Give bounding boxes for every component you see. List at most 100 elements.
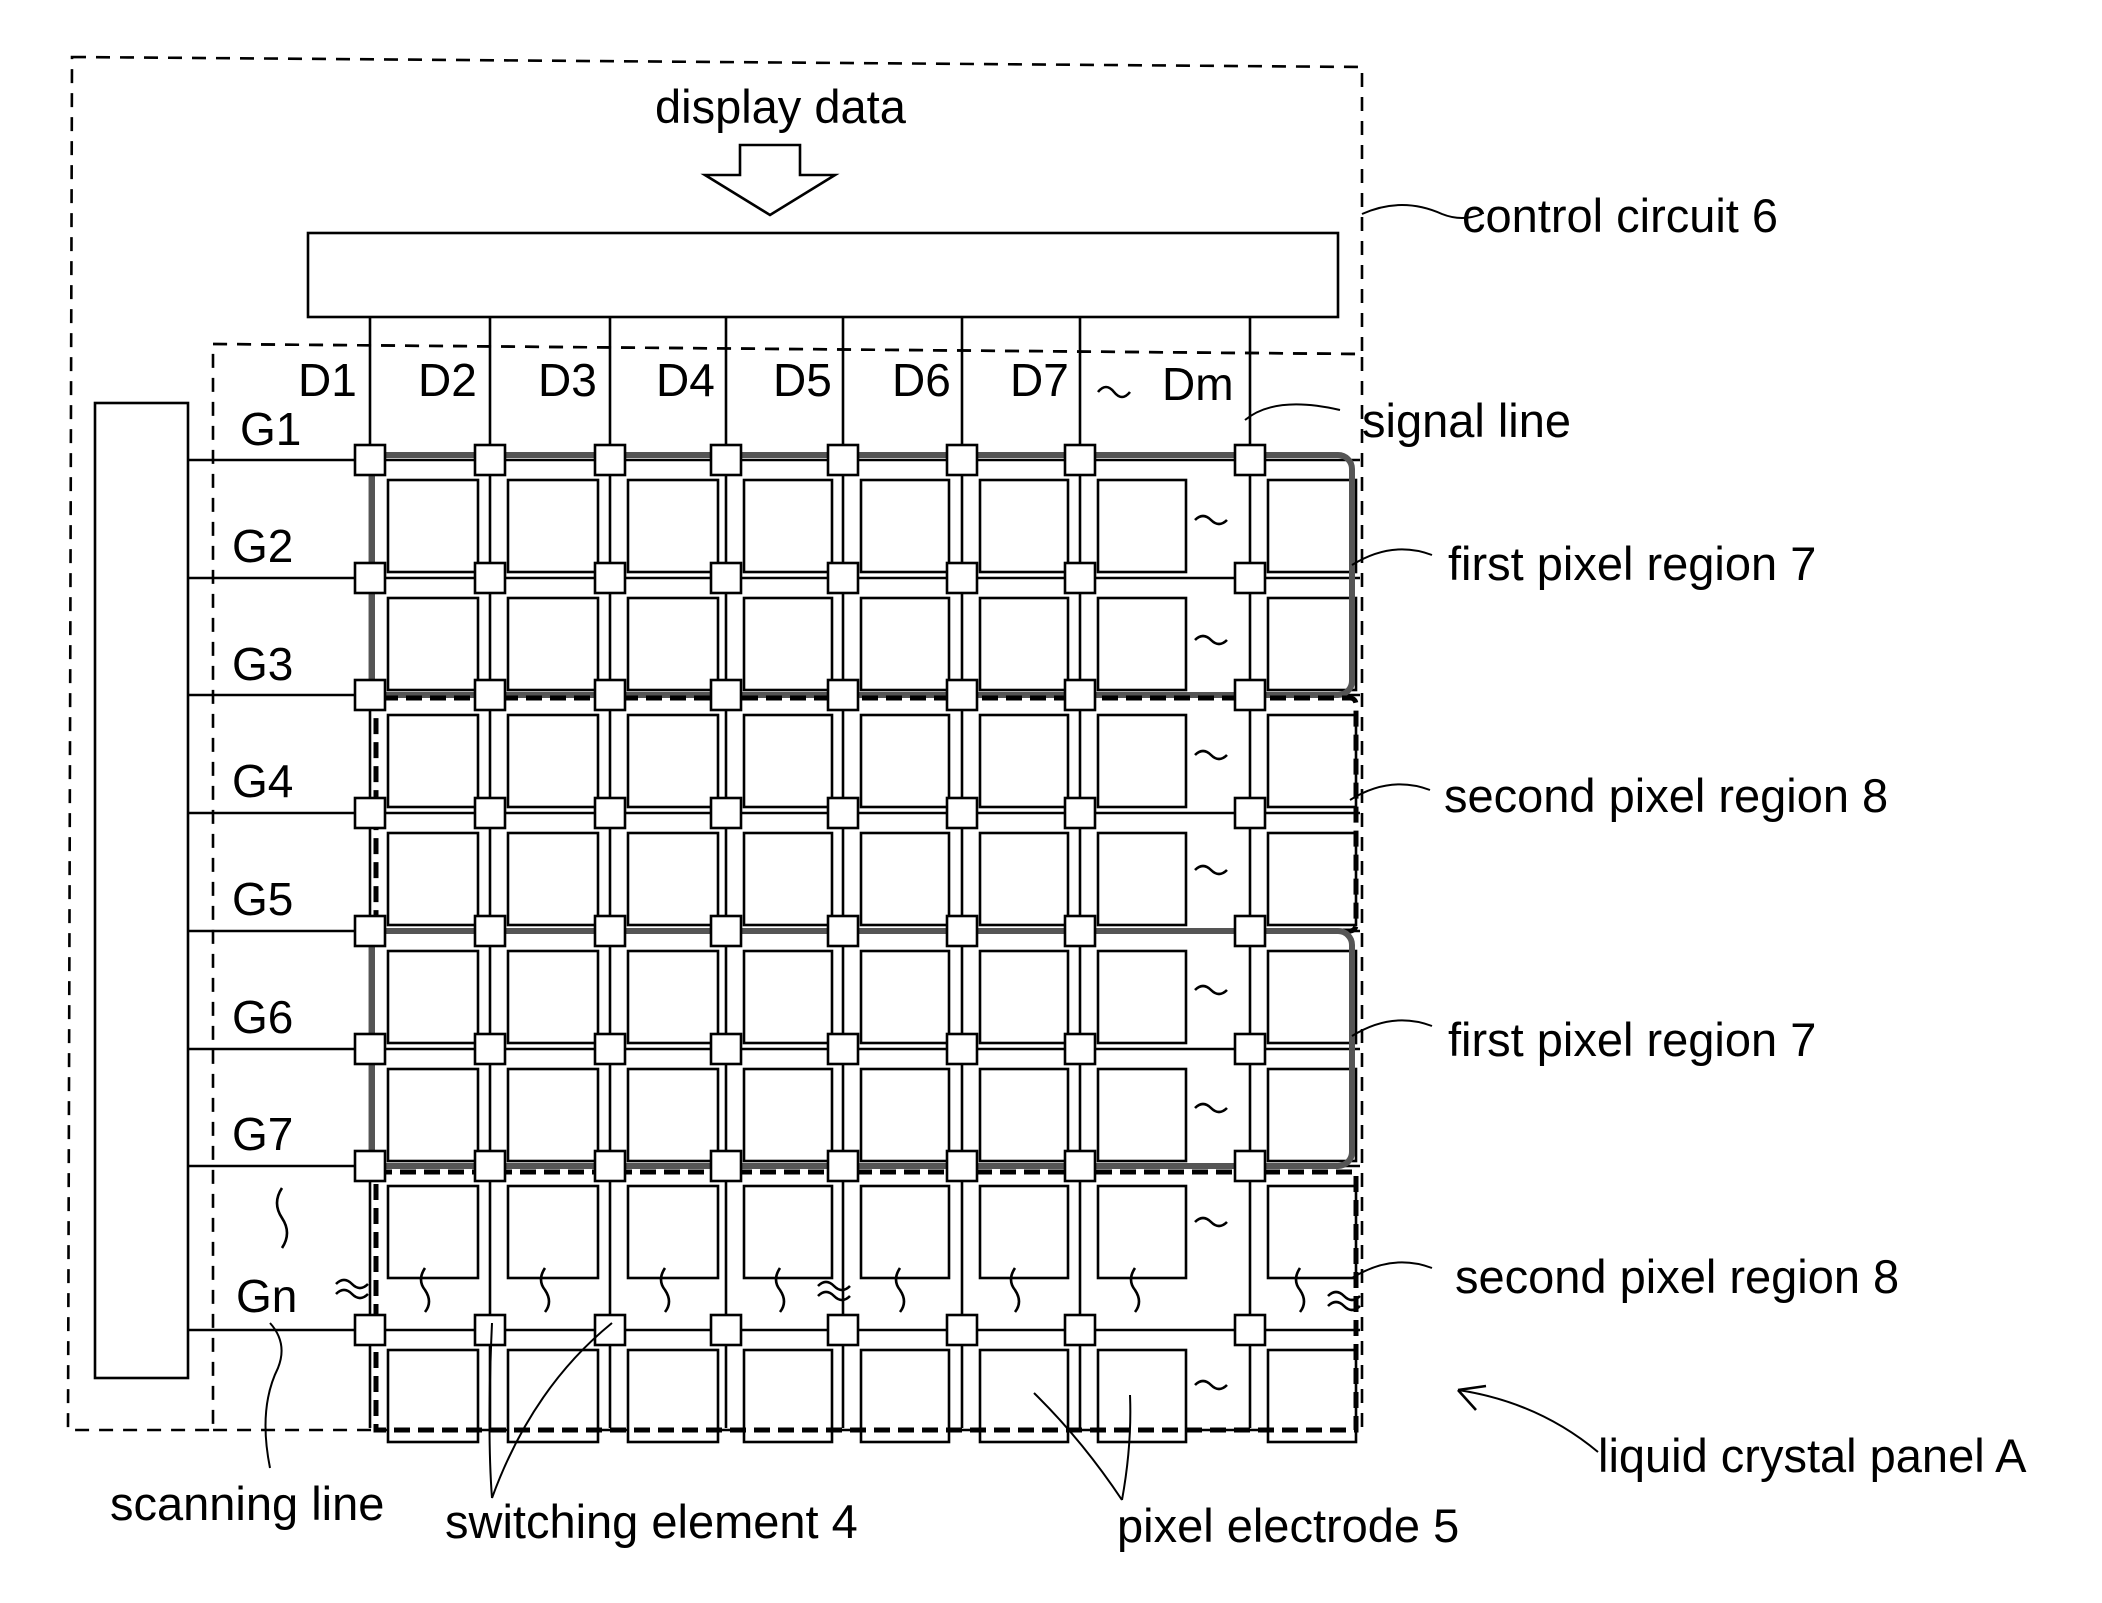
switching-element [828, 1034, 858, 1064]
liquid-crystal-panel-label: liquid crystal panel A [1598, 1429, 2027, 1482]
data-line-label-d1: D1 [298, 354, 357, 406]
switching-element [475, 1034, 505, 1064]
pixel-electrode [744, 1069, 832, 1161]
pixel-electrode [980, 480, 1068, 572]
pixel-electrode [861, 598, 949, 690]
switching-element [355, 916, 385, 946]
switching-element [947, 798, 977, 828]
switching-element [1235, 563, 1265, 593]
switching-element [1065, 445, 1095, 475]
switching-element [475, 798, 505, 828]
break-mark [818, 1282, 850, 1300]
data-line-label-d3: D3 [538, 354, 597, 406]
panel-leader [1458, 1390, 1598, 1452]
first-region-top-leader [1352, 549, 1432, 565]
pixel-electrode [628, 480, 718, 572]
pixel-electrode [980, 833, 1068, 925]
data-line-label-d4: D4 [656, 354, 715, 406]
pixel-electrode [1098, 833, 1186, 925]
pixel-electrode [508, 480, 598, 572]
switching-element [475, 916, 505, 946]
switching-element [1065, 1315, 1095, 1345]
scanning-line-leader [266, 1323, 282, 1468]
pixel-electrode [508, 598, 598, 690]
data-line-label-d2: D2 [418, 354, 477, 406]
pixel-electrode [744, 833, 832, 925]
switching-element [1235, 916, 1265, 946]
pixel-electrode [1098, 1069, 1186, 1161]
display-data-label: display data [655, 80, 907, 133]
switching-element [828, 798, 858, 828]
pixel-electrode [744, 951, 832, 1043]
switching-element [711, 916, 741, 946]
pixel-electrode [388, 951, 478, 1043]
switching-element [828, 1151, 858, 1181]
switching-element [711, 445, 741, 475]
switching-element [947, 916, 977, 946]
switching-element [711, 1151, 741, 1181]
first-region-bottom-leader [1352, 1020, 1432, 1036]
switching-element [1235, 798, 1265, 828]
switching-element-label: switching element 4 [445, 1495, 858, 1548]
second-region-bottom-leader [1352, 1262, 1432, 1278]
break-mark [336, 1280, 368, 1298]
switching-element [595, 1034, 625, 1064]
switching-element [1235, 1315, 1265, 1345]
pixel-electrode [1268, 1069, 1356, 1161]
switching-element [595, 1151, 625, 1181]
switching-element [947, 680, 977, 710]
first-region-bottom-label: first pixel region 7 [1448, 1013, 1816, 1066]
data-line-label-d5: D5 [773, 354, 832, 406]
switching-element [711, 798, 741, 828]
switching-element [711, 1315, 741, 1345]
switching-element [828, 563, 858, 593]
switching-element [355, 1315, 385, 1345]
switching-element [475, 445, 505, 475]
switching-element [1235, 680, 1265, 710]
gate-line-label-g4: G4 [232, 755, 293, 807]
pixel-electrode [861, 480, 949, 572]
pixel-electrode [388, 1186, 478, 1278]
gate-line-label-g7: G7 [232, 1108, 293, 1160]
switching-element [828, 916, 858, 946]
tilde-mark [1195, 516, 1227, 524]
pixel-electrode [861, 1069, 949, 1161]
pixel-electrode [1098, 951, 1186, 1043]
second-region-bottom-label: second pixel region 8 [1455, 1250, 1899, 1303]
switching-element [475, 680, 505, 710]
pixel-electrode [744, 1186, 832, 1278]
switching-element [711, 680, 741, 710]
switching-element [595, 916, 625, 946]
pixel-electrode [1268, 480, 1356, 572]
scanning-line-label: scanning line [110, 1477, 384, 1530]
pixel-electrode [1098, 1186, 1186, 1278]
switching-element [711, 563, 741, 593]
tilde-mark [1098, 387, 1130, 397]
switching-element [355, 1151, 385, 1181]
pixel-electrode [980, 951, 1068, 1043]
switching-element [595, 563, 625, 593]
tilde-mark [1195, 866, 1227, 874]
pixel-electrode [388, 1069, 478, 1161]
pixel-electrode [744, 480, 832, 572]
pixel-electrode [508, 951, 598, 1043]
gate-driver [95, 403, 188, 1378]
pixel-electrode [628, 951, 718, 1043]
switching-element [1065, 916, 1095, 946]
pixel-electrode [388, 598, 478, 690]
pixel-electrode [744, 598, 832, 690]
pixel-electrode [388, 480, 478, 572]
gate-line-label-g3: G3 [232, 638, 293, 690]
pixel-electrode [980, 1186, 1068, 1278]
pixel-electrodes [388, 480, 1356, 1442]
gate-line-label-g2: G2 [232, 520, 293, 572]
switching-element [1065, 798, 1095, 828]
tilde-mark [1195, 751, 1227, 759]
pixel-electrode-label: pixel electrode 5 [1117, 1499, 1459, 1552]
switching-element [828, 680, 858, 710]
switching-element [1235, 445, 1265, 475]
switching-element [1065, 680, 1095, 710]
switching-element [355, 1034, 385, 1064]
switching-element [1065, 563, 1095, 593]
